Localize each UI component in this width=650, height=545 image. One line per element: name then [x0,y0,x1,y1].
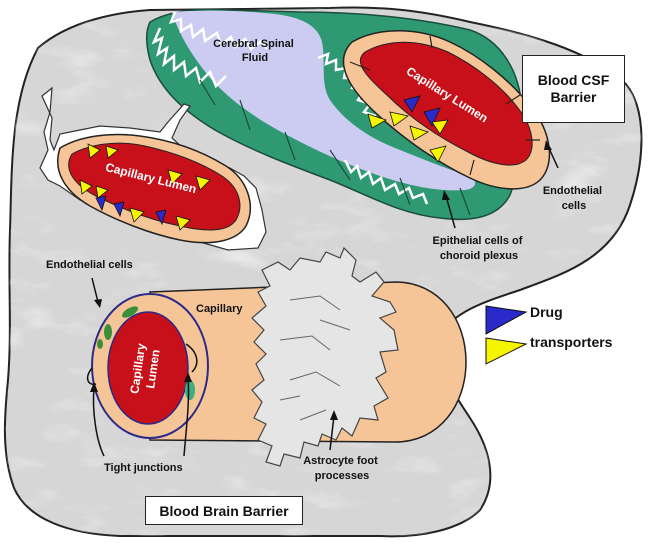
lu-transporter-y-1 [87,143,101,159]
astrocyte-detail [279,295,351,421]
endothelial-nucleus-4 [185,380,195,400]
villi-fringe-lower [343,159,429,205]
capillary-lumen-bottom [107,311,189,425]
endothelial-nucleus-1 [121,306,139,318]
arrow-endothelial-left [91,277,99,303]
lu-transporter-y-7 [129,207,145,223]
drug-transporter-1 [403,95,421,113]
choroid-plexus [145,8,551,221]
drug-transporter-2 [423,107,441,127]
endothelial-left-label: Endothelial cells [46,259,133,271]
lumen-upper-left [68,142,241,231]
arrow-epithelial [445,195,456,229]
legend-transporter-swatch [485,337,528,365]
upper-left-capillary [39,86,267,251]
lu-transporter-y-5 [79,179,93,195]
tight-junction-right [185,343,198,373]
transporter-y-2 [389,111,409,127]
endothelial-nucleus-3 [97,339,103,349]
blood-brain-barrier-box: Blood Brain Barrier [145,496,303,525]
blood-csf-barrier-line2: Barrier [550,89,597,105]
arrow-tight-junction-right [183,377,190,457]
bbb-capillary [86,246,467,467]
lu-transporter-y-2 [105,145,119,159]
csf-region [172,10,476,191]
epithelial-cell-borders [199,79,471,216]
endothelial-nucleus-2 [104,324,112,340]
epithelial-label: Epithelial cells of choroid plexus [433,235,526,262]
lu-transporter-b-1 [95,195,107,212]
lu-transporter-y-3 [167,169,183,185]
transporter-y-1 [367,113,387,129]
tight-junctions-label: Tight junctions [104,462,183,474]
astrocyte-foot-processes [251,246,399,467]
annotation-arrows [90,140,559,457]
endothelial-junctions-right [349,35,540,176]
lu-transporter-y-4 [195,175,211,191]
blood-csf-barrier-line1: Blood CSF [537,72,610,88]
transporter-y-5 [429,145,447,163]
capillary-label: Capillary [196,303,243,315]
transporter-y-4 [431,119,449,135]
lu-transporter-b-3 [155,209,167,226]
legend-drug-label: Drug [530,304,563,320]
transporter-y-3 [409,125,429,141]
legend-transporters-label: transporters [530,334,613,350]
lu-transporter-b-2 [113,201,125,218]
lu-transporter-y-8 [175,215,191,231]
arrow-astrocyte [329,415,335,451]
villi-fringe-top [168,11,268,51]
endothelial-right-label: Endothelial cells [543,185,605,212]
villi-fringe [151,27,227,89]
arrow-tight-junction-left [92,387,105,457]
legend-drug-swatch [485,305,528,335]
csf-label: Cerebral Spinal Fluid [213,38,297,64]
lu-transporter-y-6 [95,185,109,199]
blood-csf-barrier-box: Blood CSF Barrier [522,55,625,123]
astrocyte-label: Astrocyte foot processes [303,455,381,482]
lumen-upper-right [359,41,533,166]
